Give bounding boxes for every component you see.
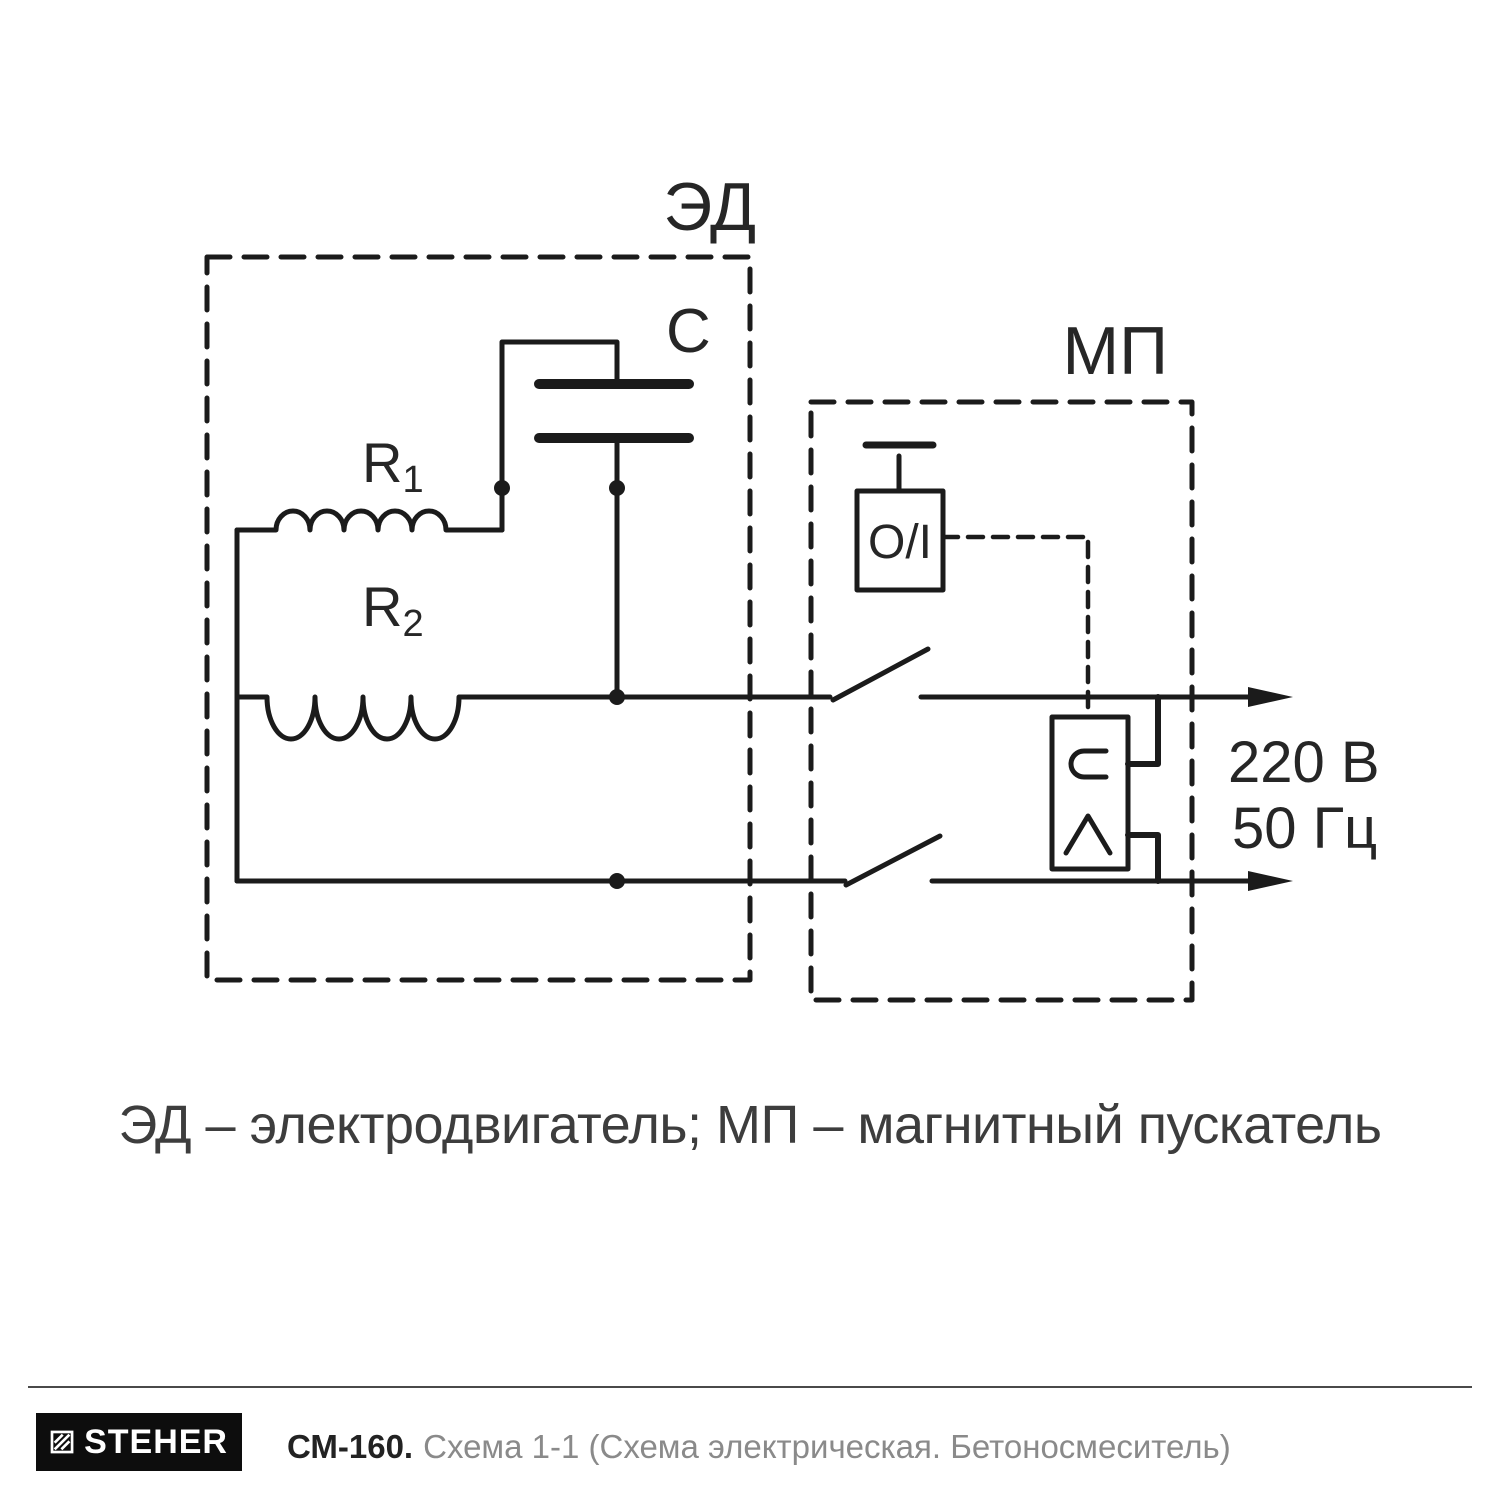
supply-arrowhead-top [1248,687,1293,707]
junction-dot [609,689,625,705]
scheme-description: Схема 1-1 (Схема электрическая. Бетоносм… [423,1428,1231,1465]
contact-blade-bottom [843,833,943,888]
supply-arrowhead-bottom [1248,871,1293,891]
junction-dot [609,480,625,496]
control-link-dashed-wire [940,534,1091,715]
model-number: СМ-160. [287,1428,414,1465]
contact-blade-top [830,646,931,703]
capacitor-top-wire [499,339,620,533]
capacitor-label: C [666,297,711,366]
wiring-schematic: ЭД МП C R1 R2 O/I 220 В 50 Гц [204,169,1380,1003]
brand-name: STEHER [84,1422,228,1461]
thermal-relay-contact-symbol [1063,813,1113,856]
winding-r1-coil [234,508,505,533]
steher-logo-icon [50,1430,74,1454]
footer-caption: СМ-160.Схема 1-1 (Схема электрическая. Б… [287,1428,1231,1466]
footer-divider [28,1386,1472,1388]
relay-top-tap-wire [1125,694,1161,767]
thermal-relay-heater-symbol [1068,748,1109,780]
supply-voltage-label: 220 В [1228,730,1380,795]
junction-dot [494,480,510,496]
winding-r1-label: R1 [362,431,424,501]
start-stop-button-label: O/I [868,516,932,569]
winding-r2-coil [234,694,833,742]
starter-boundary-box [808,399,1195,1003]
winding-r2-label: R2 [362,575,424,645]
thermal-relay-box [1049,714,1131,872]
steher-logo: STEHER [36,1413,242,1471]
motor-box-label: ЭД [663,169,756,245]
starter-box-label: МП [1062,313,1168,389]
supply-frequency-label: 50 Гц [1232,796,1377,861]
legend-caption: ЭД – электродвигатель; МП – магнитный пу… [118,1095,1382,1155]
junction-dot [609,873,625,889]
motor-boundary-box [204,254,753,983]
relay-bottom-tap-wire [1125,832,1161,884]
